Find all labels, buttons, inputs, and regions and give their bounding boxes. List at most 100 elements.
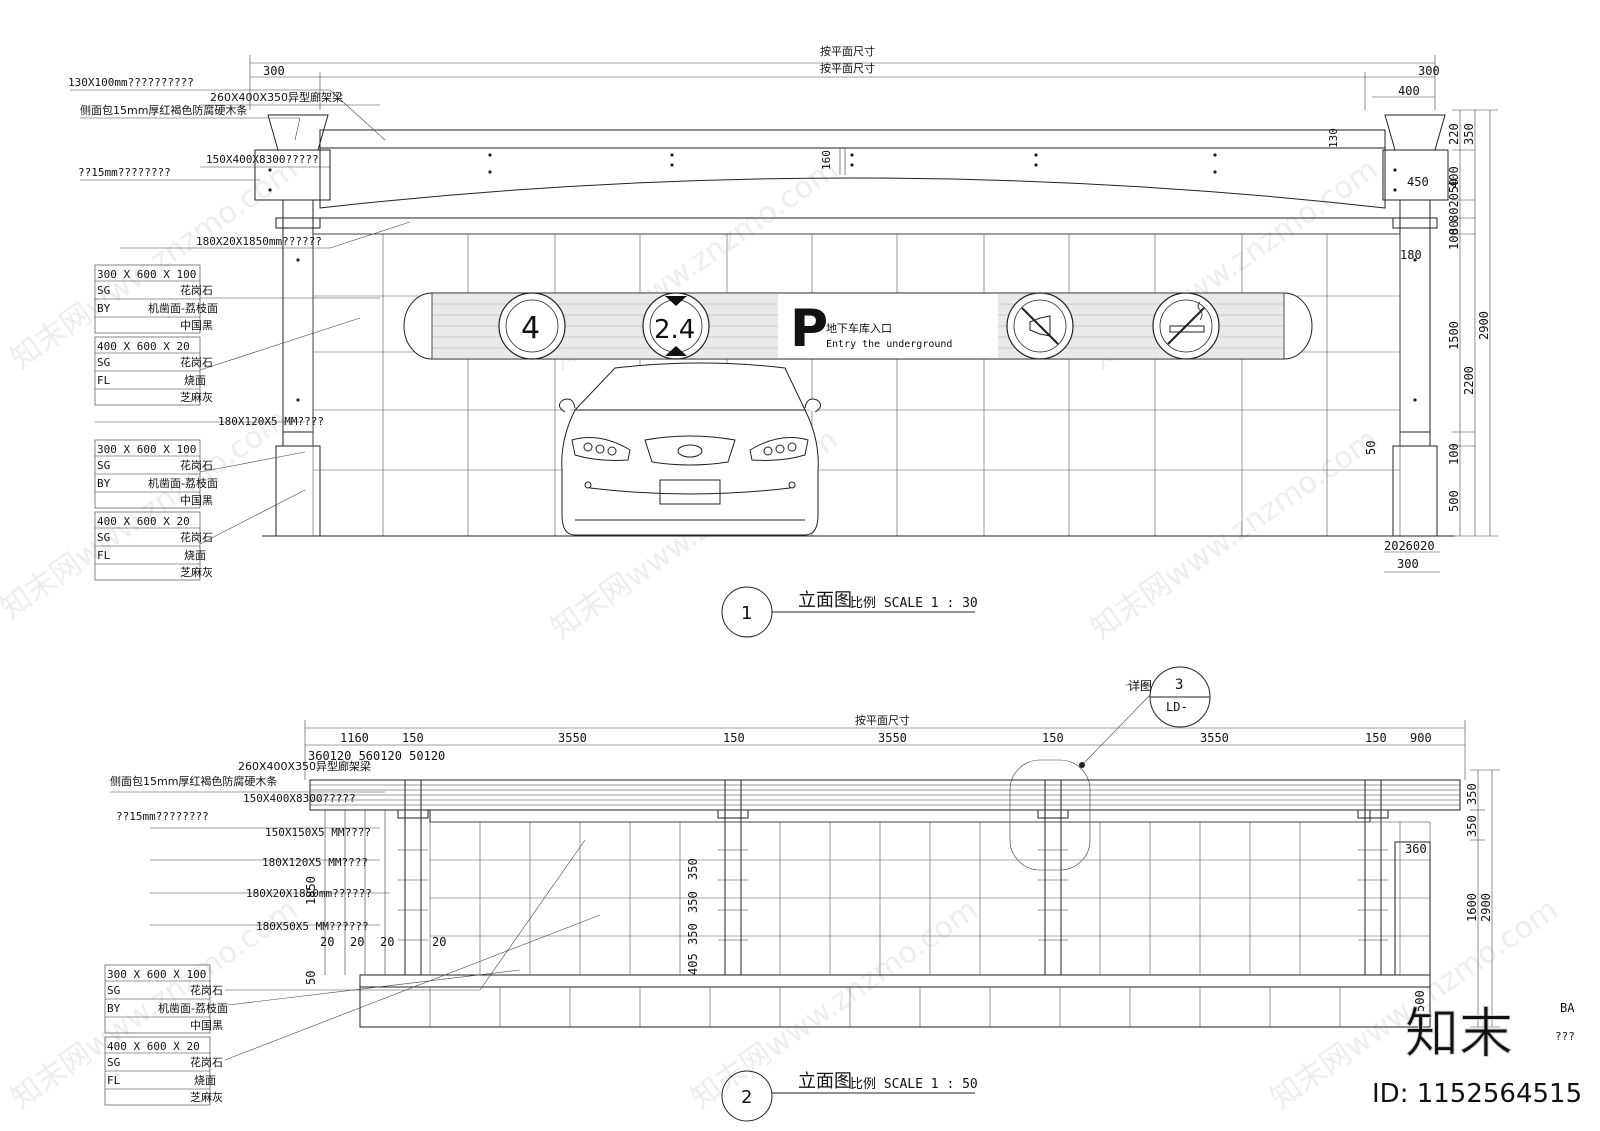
base-stone	[359, 986, 1431, 1028]
table-spec: 300 X 600 X 100	[97, 443, 196, 456]
right-post-band	[1392, 217, 1438, 229]
table-name: 烧面	[184, 374, 206, 387]
entrance-sign: 4 2.4 P 地下车库入口 Entry the underground	[403, 292, 1313, 360]
table-name: 烧面	[184, 549, 206, 562]
dim-label: 350	[686, 923, 700, 945]
top-beam	[319, 129, 1386, 149]
callout-text: 侧面包15mm厚红褐色防腐硬木条	[80, 103, 247, 117]
dim-label: 360120 560120 50120	[308, 749, 445, 763]
dim-label: 400	[1398, 84, 1420, 98]
branding: 知末 ID: 1152564515 BA ???	[1372, 1001, 1582, 1109]
callouts-elevation-1: 130X100mm?????????? 260X400X350异型廊架梁 侧面包…	[68, 76, 411, 545]
dim-label: 350	[686, 858, 700, 880]
table-code: FL	[97, 549, 111, 562]
dim-label: 150	[723, 731, 745, 745]
parking-en-label: Entry the underground	[826, 339, 952, 350]
dim-label: 150	[1042, 731, 1064, 745]
dim-label: 350	[1465, 815, 1479, 837]
dim-label: 50	[304, 971, 318, 985]
drawing-number: 1	[741, 603, 752, 624]
dim-label: 300	[1397, 557, 1419, 571]
table-code: SG	[107, 984, 120, 997]
dim-label: 350	[1465, 783, 1479, 805]
table-spec: 400 X 600 X 20	[107, 1040, 200, 1053]
callout-text: 150X400X8300?????	[243, 792, 356, 805]
parking-p: P	[790, 299, 828, 359]
table-name: 机凿面-荔枝面	[158, 1001, 228, 1015]
table-code: FL	[97, 374, 111, 387]
id-label: ID: 1152564515	[1372, 1079, 1582, 1109]
right-post-base-cap	[1399, 431, 1431, 447]
dim-label: 按平面尺寸	[820, 61, 875, 75]
detail-sheet: LD-	[1166, 700, 1188, 714]
table-code: BY	[107, 1002, 121, 1015]
drawing-scale: 比例 SCALE 1 : 30	[850, 596, 978, 611]
watermark: 知末网www.znzmo.com	[1085, 422, 1385, 647]
table-name: 花岗石	[190, 984, 223, 997]
dim-label: 20	[320, 935, 334, 949]
car-front-view	[559, 362, 821, 536]
material-table-2: 400 X 600 X 20 SG 花岗石 FL 烧面 芝麻灰	[94, 336, 213, 406]
dim-label: 1850	[304, 876, 318, 905]
table-name: 花岗石	[180, 531, 213, 544]
detail-number: 3	[1175, 677, 1183, 693]
dim-label: 20	[350, 935, 364, 949]
callout-text: ??15mm????????	[78, 166, 171, 179]
dim-label: 900	[1410, 731, 1432, 745]
table-code: SG	[107, 1056, 120, 1069]
table-name: 花岗石	[180, 459, 213, 472]
left-post-base	[275, 445, 321, 537]
callout-text: 260X400X350异型廊架梁	[210, 90, 343, 104]
callout-text: 180X50X5 MM??????	[256, 920, 369, 933]
partial-text: ???	[1555, 1030, 1575, 1043]
beam-bolts	[268, 153, 1417, 402]
drawing-scale: 比例 SCALE 1 : 50	[850, 1077, 978, 1092]
callout-text: 侧面包15mm厚红褐色防腐硬木条	[110, 774, 277, 788]
right-post	[1399, 199, 1431, 433]
material-table-3: 300 X 600 X 100 SG 花岗石 BY 机凿面-荔枝面 中国黑	[94, 439, 218, 509]
stone-wall-grid-2	[429, 821, 1431, 976]
left-post-capital	[267, 114, 329, 151]
table-spec: 400 X 600 X 20	[97, 340, 190, 353]
speed-limit-sign	[498, 292, 566, 360]
dim-label: 1160	[340, 731, 369, 745]
table-name: 芝麻灰	[180, 565, 213, 579]
dim-label: 100	[1447, 228, 1461, 250]
table-name: 中国黑	[190, 1019, 223, 1032]
dim-label: 20	[380, 935, 394, 949]
dim-label: 130	[1327, 128, 1340, 148]
right-post-base	[1392, 445, 1438, 537]
dim-label: 2026020	[1384, 539, 1435, 553]
material-table-4: 400 X 600 X 20 SG 花岗石 FL 烧面 芝麻灰	[94, 511, 213, 581]
dim-label: 3550	[1200, 731, 1229, 745]
dim-label: 300	[263, 64, 285, 78]
material-table-1: 300 X 600 X 100 SG 花岗石 BY 机凿面-荔枝面 中国黑	[94, 264, 218, 334]
dim-label: 3550	[558, 731, 587, 745]
material-table-6: 400 X 600 X 20 SG 花岗石 FL 烧面 芝麻灰	[104, 1036, 223, 1106]
dim-label: 350	[1462, 123, 1476, 145]
table-name: 花岗石	[190, 1056, 223, 1069]
dim-label: 150	[1365, 731, 1387, 745]
elevation-1: 按平面尺寸 按平面尺寸 300 300 400	[68, 44, 1498, 638]
table-code: BY	[97, 477, 111, 490]
table-code: FL	[107, 1074, 121, 1087]
callout-text: 180X120X5 MM????	[262, 856, 368, 869]
table-name: 机凿面-荔枝面	[148, 476, 218, 490]
table-name: 中国黑	[180, 319, 213, 332]
dim-label: 150	[402, 731, 424, 745]
dim-label: 500	[1413, 990, 1427, 1012]
dim-label: 2900	[1477, 311, 1491, 340]
table-name: 花岗石	[180, 356, 213, 369]
dim-label: 300	[1418, 64, 1440, 78]
parking-cn-label: 地下车库入口	[826, 321, 892, 335]
table-spec: 300 X 600 X 100	[107, 968, 206, 981]
table-code: SG	[97, 284, 110, 297]
speed-number: 4	[521, 311, 540, 346]
callout-text: 180X20X1850mm??????	[196, 235, 322, 248]
table-name: 花岗石	[180, 284, 213, 297]
dim-label: 3550	[878, 731, 907, 745]
table-name: 机凿面-荔枝面	[148, 301, 218, 315]
callouts-elevation-2: 260X400X350异型廊架梁 侧面包15mm厚红褐色防腐硬木条 150X40…	[110, 759, 601, 1061]
material-table-5: 300 X 600 X 100 SG 花岗石 BY 机凿面-荔枝面 中国黑	[104, 964, 228, 1034]
dim-label: 2900	[1479, 893, 1493, 922]
